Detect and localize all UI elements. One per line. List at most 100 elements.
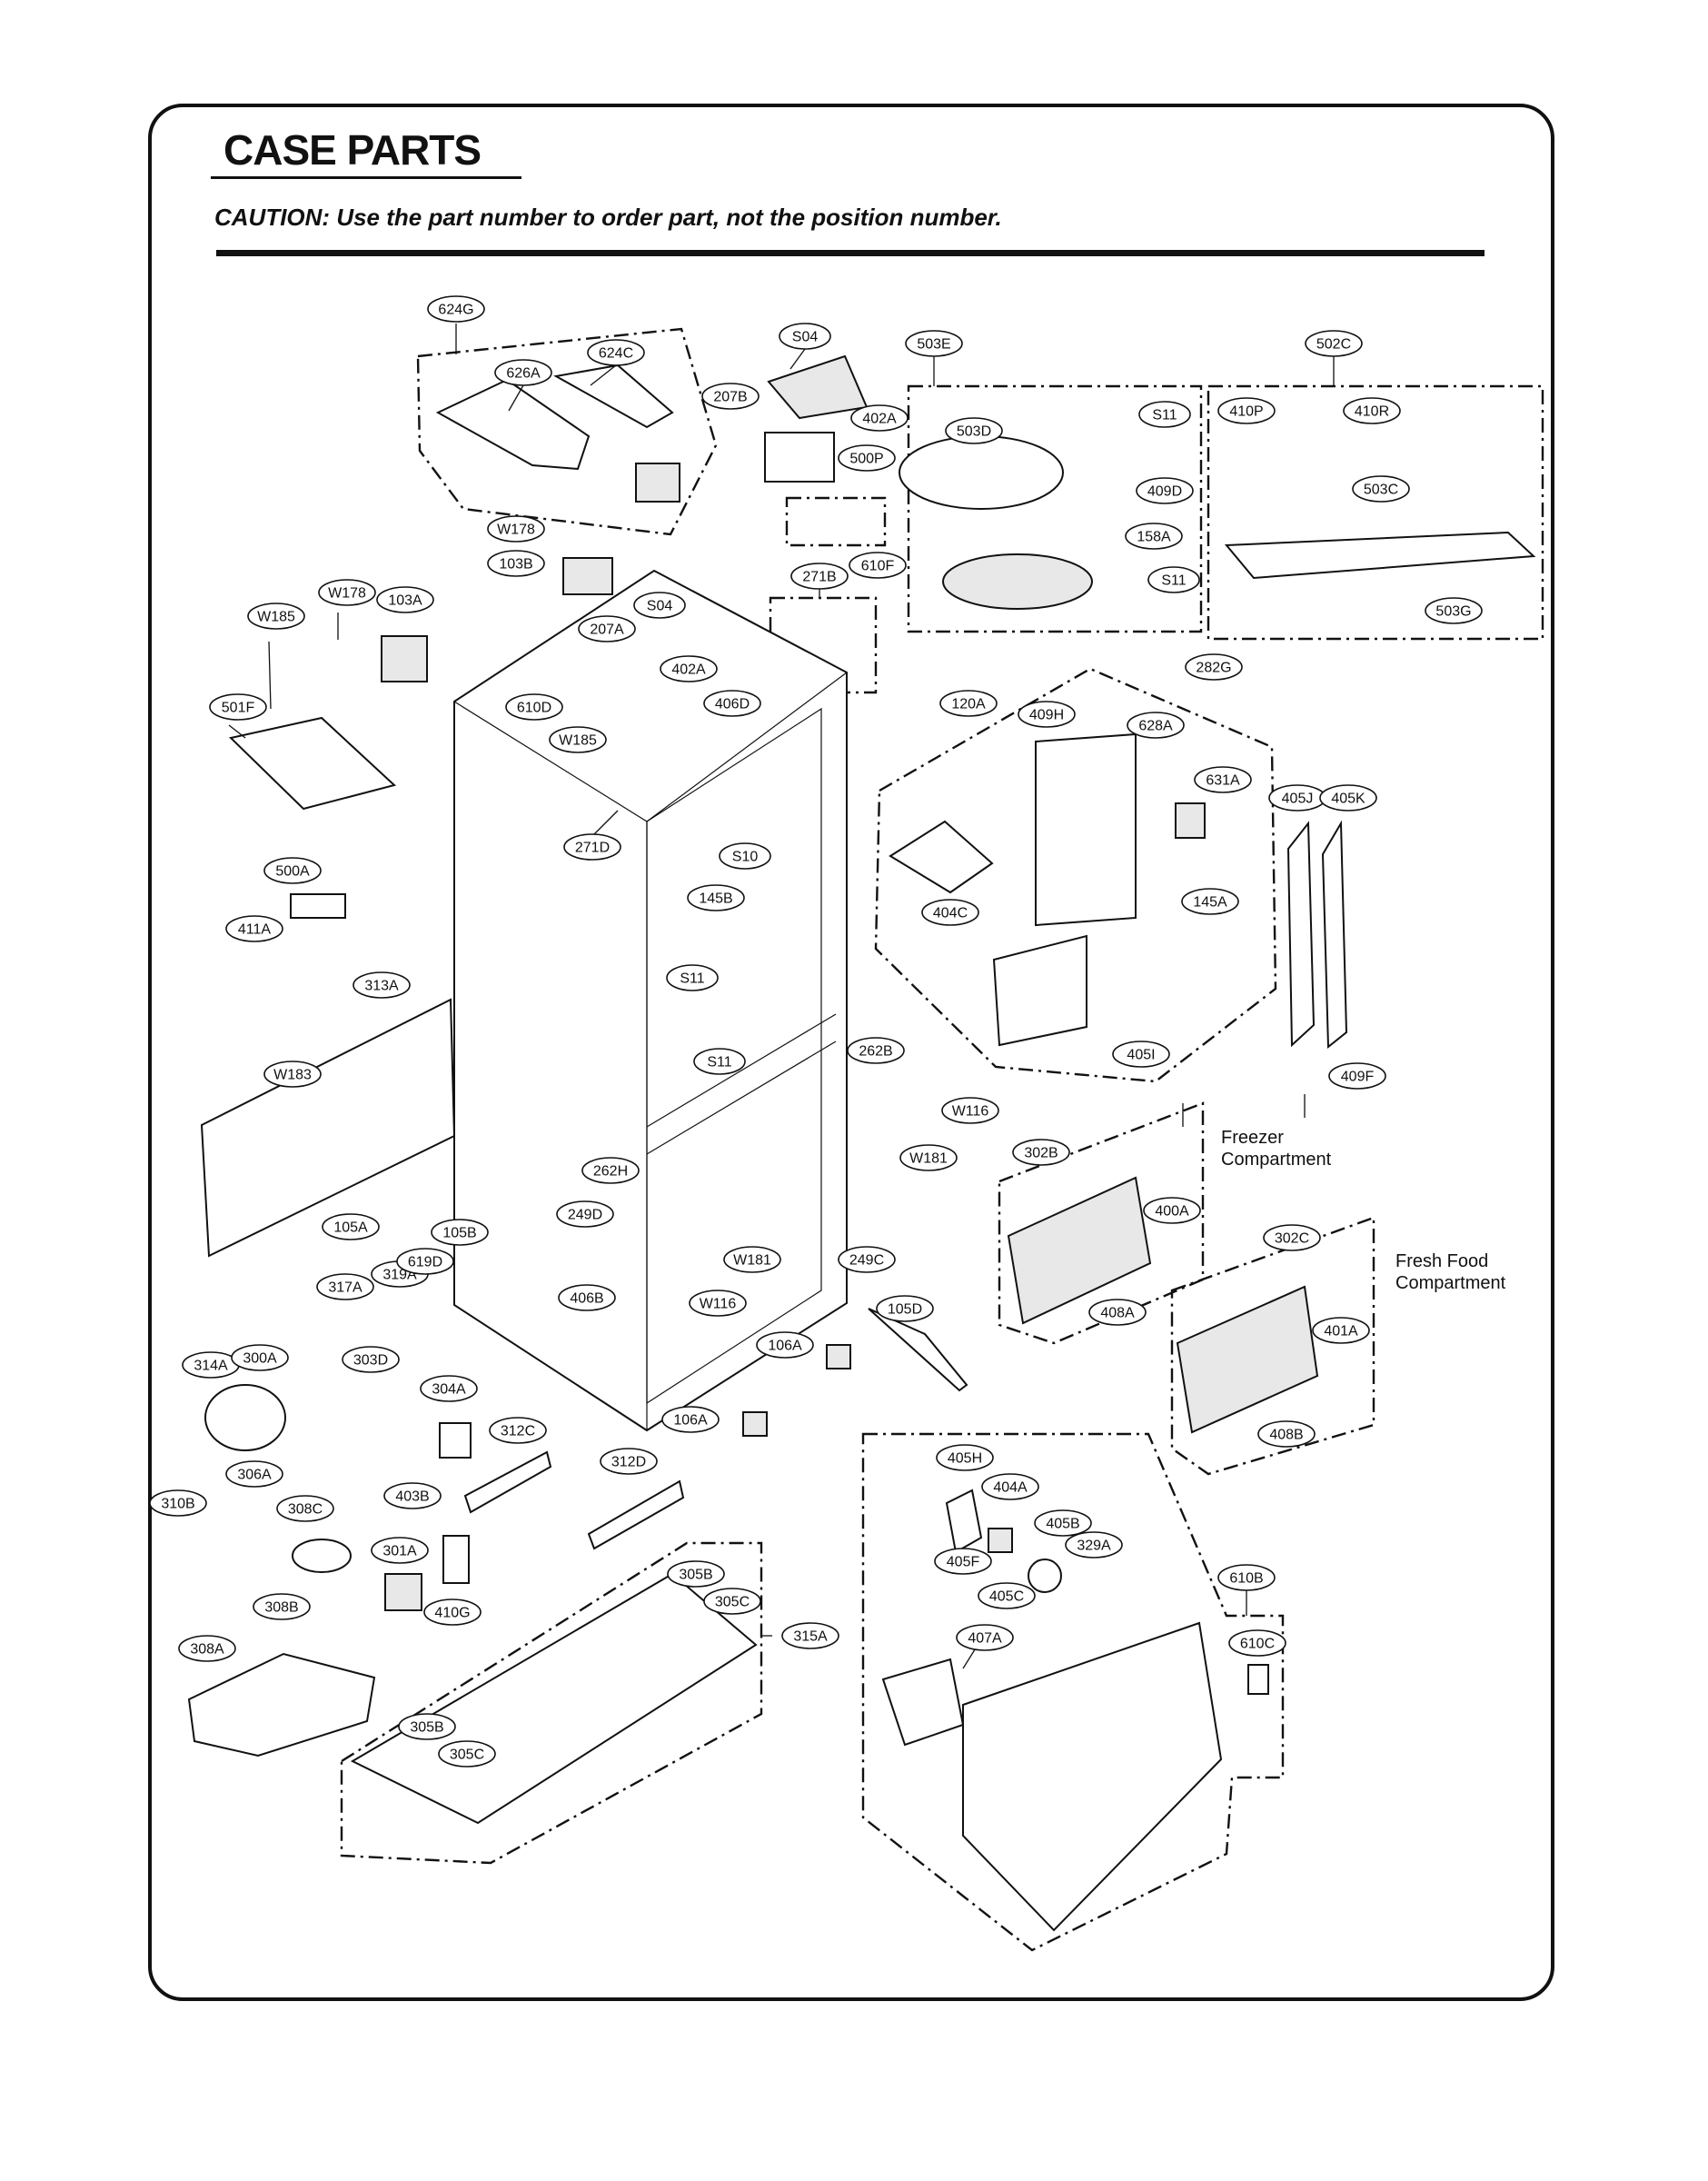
callout-408a: 408A [1088,1299,1147,1326]
callout-oval [1305,330,1363,357]
callout-oval [1147,566,1200,593]
callout-oval [318,579,376,606]
callout-410r: 410R [1343,397,1401,424]
callout-oval [253,1593,311,1620]
part-308a [187,1652,376,1758]
callout-oval [396,1248,454,1275]
callout-label: 407A [968,1631,1002,1647]
part-626a [435,378,591,471]
callout-label: 302B [1024,1146,1058,1161]
callout-oval [487,550,545,577]
callout-oval [905,330,963,357]
callout-label: S11 [1161,573,1186,589]
part-405c [1028,1559,1062,1593]
callout-oval [876,1295,934,1322]
callout-w185: W185 [549,726,607,753]
callout-w178: W178 [487,515,545,543]
part-503d [899,435,1064,510]
part-120a [1035,732,1137,927]
callout-label: W178 [497,523,535,538]
callout-oval [383,1482,442,1509]
callout-label: 207A [590,622,624,638]
callout-409f: 409F [1328,1062,1386,1090]
part-313a [200,998,456,1258]
callout-410p: 410P [1217,397,1276,424]
callout-308b: 308B [253,1593,311,1620]
callout-label: 262H [593,1164,628,1180]
callout-409d: 409D [1136,477,1194,504]
callout-405h: 405H [936,1444,994,1471]
callout-label: 308A [190,1642,224,1658]
callout-207a: 207A [578,615,636,642]
part-404c [889,820,994,894]
part-103a [381,635,428,682]
callout-624c: 624C [587,339,645,366]
callout-249d: 249D [556,1200,614,1228]
part-503c [1224,531,1536,580]
part-315a [350,1572,758,1825]
callout-503d: 503D [945,417,1003,444]
callout-label: 305B [410,1720,443,1736]
callout-105d: 105D [876,1295,934,1322]
caution-divider [216,250,1485,256]
callout-303d: 303D [342,1346,400,1373]
callout-oval [1425,597,1483,624]
callout-271b: 271B [790,563,849,590]
callout-oval [581,1157,640,1184]
callout-501f: 501F [209,693,267,721]
callout-404c: 404C [921,899,979,926]
callout-oval [431,1219,489,1246]
callout-s04: S04 [633,592,686,619]
callout-106a: 106A [661,1406,720,1433]
callout-label: 404C [933,906,968,921]
part-624g-hinge [635,463,680,503]
callout-label: W116 [952,1104,989,1120]
callout-400a: 400A [1143,1197,1201,1224]
callout-oval [600,1448,658,1475]
callout-610b: 610B [1217,1564,1276,1591]
callout-oval [703,1588,761,1615]
callout-407a: 407A [956,1624,1014,1651]
group-302b [998,1101,1205,1345]
group-120a [874,667,1277,1083]
callout-oval [1181,888,1239,915]
callout-oval [899,1144,958,1171]
callout-500p: 500P [838,444,896,472]
callout-label: 410G [434,1606,470,1621]
caution-note: CAUTION: Use the part number to order pa… [214,204,1002,231]
callout-oval [587,339,645,366]
part-500p [764,432,835,483]
callout-label: 628A [1138,719,1173,734]
group-315a [340,1541,763,1865]
callout-label: 312D [611,1455,646,1470]
callout-label: W185 [559,733,597,749]
callout-oval [939,690,998,717]
part-312c [463,1450,552,1514]
callout-oval [1217,397,1276,424]
callout-207b: 207B [701,383,760,410]
callout-oval [1352,475,1410,503]
group-502c [1207,384,1544,641]
callout-oval [225,915,283,942]
callout-610c: 610C [1228,1629,1286,1657]
callout-631a: 631A [1194,766,1252,793]
callout-oval [1112,1041,1170,1068]
callout-label: 120A [951,697,986,712]
callout-oval [838,444,896,472]
part-408a [1007,1176,1152,1325]
callout-oval [1125,523,1183,550]
part-301a [384,1573,422,1611]
callout-314a: 314A [182,1351,240,1379]
callout-312c: 312C [489,1417,547,1444]
callout-label: 405K [1331,792,1365,807]
callout-label: 411A [238,922,272,938]
callout-oval [398,1713,456,1740]
callout-oval [945,417,1003,444]
callout-oval [427,295,485,323]
callout-label: 624C [599,346,633,362]
callout-label: S11 [707,1055,731,1071]
callout-label: W181 [909,1151,948,1167]
callout-145b: 145B [687,884,745,911]
callout-313a: 313A [353,971,411,999]
part-300a [204,1384,286,1451]
